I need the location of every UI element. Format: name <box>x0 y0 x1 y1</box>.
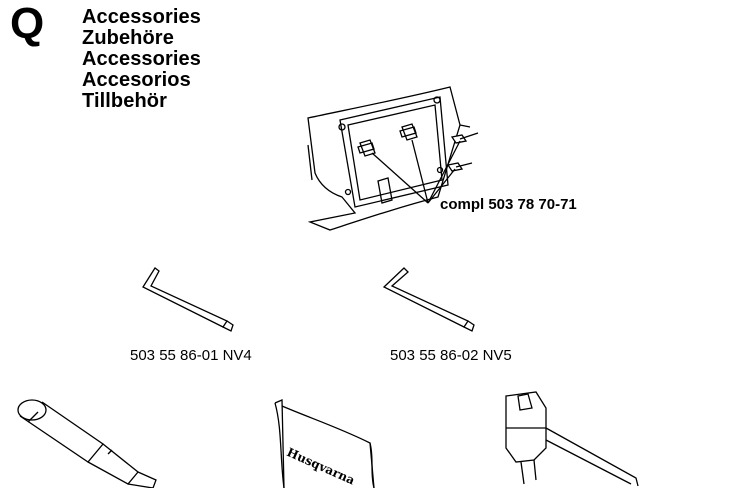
title-sv: Tillbehör <box>82 90 167 112</box>
bracket-part-number: compl 503 78 70-71 <box>440 196 577 213</box>
title-de: Zubehöre <box>82 27 174 49</box>
title-es: Accesorios <box>82 69 191 91</box>
allen-key-2-part-number: 503 55 86-02 NV5 <box>390 347 512 364</box>
allen-key-icon <box>135 263 235 338</box>
screwdriver-tool-icon <box>8 392 160 488</box>
title-fr: Accessories <box>82 48 201 70</box>
allen-key-1-part-number: 503 55 86-01 NV4 <box>130 347 252 364</box>
branded-tube-icon <box>270 398 380 488</box>
title-block: Accessories Zubehöre Accessories Accesor… <box>82 7 201 112</box>
combination-spanner-icon <box>496 388 646 488</box>
section-letter: Q <box>10 0 45 48</box>
mounting-bracket-icon <box>300 85 490 235</box>
title-en: Accessories <box>82 6 201 28</box>
allen-key-icon <box>376 263 476 338</box>
